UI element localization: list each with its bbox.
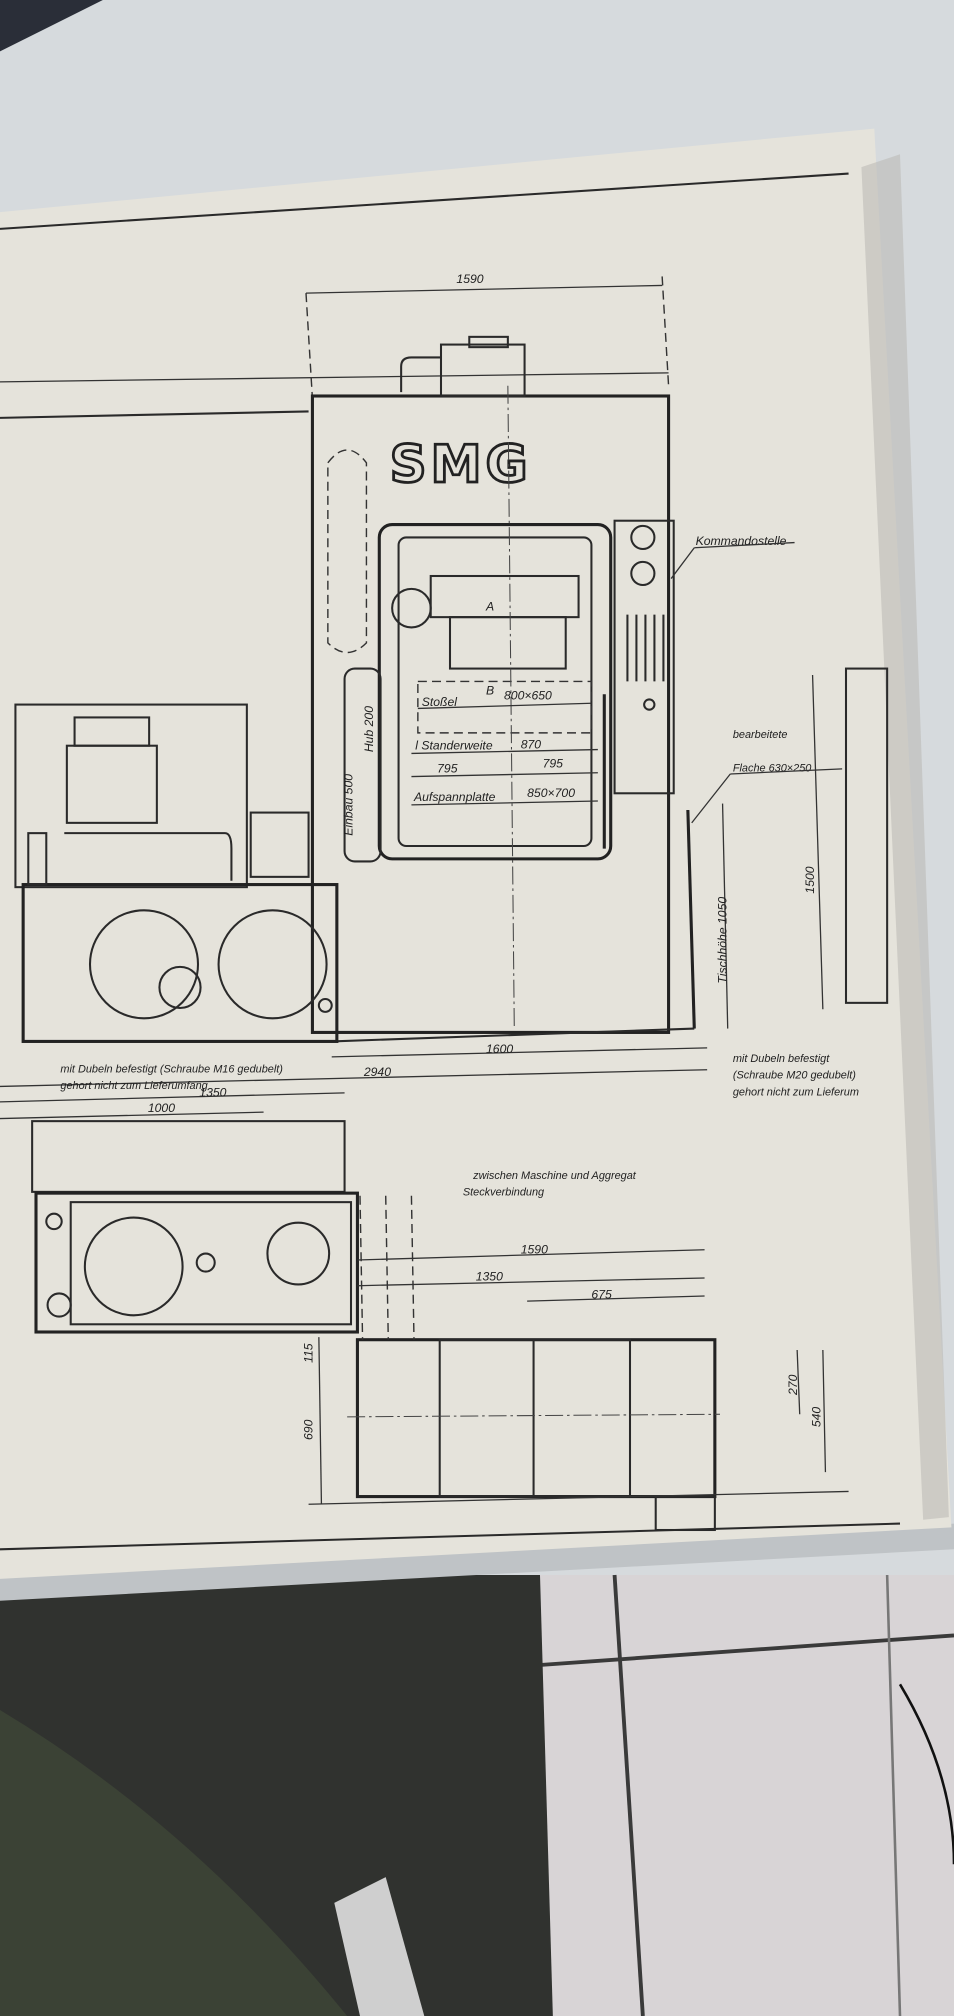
gauge-icon <box>630 560 656 587</box>
dim-115: 115 <box>301 1343 315 1363</box>
vent-slots <box>626 614 665 682</box>
clamping-plate-size: 850×700 <box>527 786 575 800</box>
note-right-3: gehort nicht zum Lieferum <box>733 1086 859 1098</box>
section-a: A <box>485 600 494 614</box>
dark-corner <box>0 0 103 52</box>
note-connection-1: zwischen Maschine und Aggregat <box>472 1170 637 1182</box>
label-command-station: Kommandostelle <box>696 534 787 548</box>
press-front-view: SMG <box>310 335 695 1043</box>
note-connection-2: Steckverbindung <box>463 1187 544 1199</box>
side-view-partial <box>844 667 889 1004</box>
dim-540: 540 <box>809 1407 823 1428</box>
tank-circle <box>217 909 328 1020</box>
note-right-2: (Schraube M20 gedubelt) <box>733 1070 856 1082</box>
dim-1600: 1600 <box>486 1042 513 1056</box>
note-left-2: gehort nicht zum Lieferumfang <box>60 1080 207 1092</box>
paper-edge-shadow <box>861 154 949 1520</box>
label-stroke: Hub 200 <box>362 706 376 752</box>
label-machined-2: Flache 630×250 <box>733 762 812 774</box>
accumulator <box>343 667 382 863</box>
paper-sheet <box>0 128 952 1579</box>
floor-grout <box>539 1574 954 2016</box>
shoe <box>334 1877 425 2016</box>
section-b: B <box>486 683 494 697</box>
hydraulic-unit-plan <box>31 1120 359 1334</box>
dim-1350-plan: 1350 <box>476 1270 503 1284</box>
dim-1000: 1000 <box>148 1101 175 1115</box>
label-machined-1: bearbeitete <box>733 729 788 741</box>
table-edge <box>0 1523 954 1601</box>
label-column-width: l Standerweite <box>415 739 493 753</box>
note-left-1: mit Dubeln befestigt (Schraube M16 gedub… <box>60 1063 282 1075</box>
label-clamping-plate: Aufspannplatte <box>413 790 496 804</box>
cable <box>898 1683 954 1865</box>
column-width-value: 870 <box>521 737 542 751</box>
dim-690: 690 <box>301 1419 315 1440</box>
half-left: 795 <box>437 762 458 776</box>
trouser-shadow <box>0 1710 348 2016</box>
note-right-1: mit Dubeln befestigt <box>733 1053 830 1065</box>
border-line <box>0 172 849 230</box>
dim-270: 270 <box>786 1374 800 1396</box>
gauge-icon <box>630 524 656 551</box>
dimension-1590-top: 1590 <box>305 272 670 399</box>
label-table-height: Tischhöhe 1050 <box>715 897 729 984</box>
ram-size: 800×650 <box>504 688 552 702</box>
half-right: 795 <box>543 757 564 771</box>
motor-circle <box>88 909 200 1020</box>
dim-2940: 2940 <box>363 1065 391 1079</box>
svg-text:1590: 1590 <box>456 272 483 286</box>
border-line <box>0 1522 901 1551</box>
dim-675: 675 <box>591 1288 612 1302</box>
press-plan-view <box>347 1195 721 1532</box>
label-installation: Einbau 500 <box>341 774 355 836</box>
label-height-1500: 1500 <box>803 866 817 893</box>
brand-logo: SMG <box>390 435 532 495</box>
control-panel <box>613 519 675 795</box>
label-ram: Stoßel <box>422 695 458 709</box>
dim-1350-top: 1350 <box>199 1086 226 1100</box>
dim-1590-plan: 1590 <box>521 1243 548 1257</box>
hydraulic-unit-front <box>14 703 339 1043</box>
